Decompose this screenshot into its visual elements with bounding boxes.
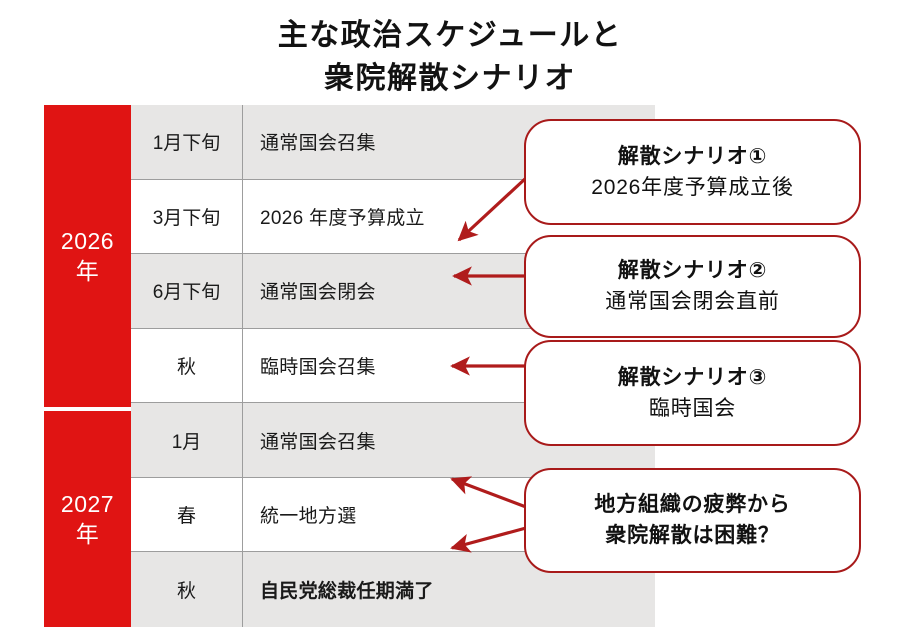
- row-period: 1月下旬: [131, 105, 243, 179]
- row-event: 統一地方選: [260, 506, 357, 528]
- row-period: 秋: [131, 552, 243, 627]
- callout-heading: 解散シナリオ②: [617, 259, 768, 282]
- row-period: 春: [131, 477, 243, 552]
- year-rail-divider: [44, 407, 131, 411]
- title-line-1: 主な政治スケジュールと: [277, 19, 623, 52]
- year-label-number: 2027: [60, 491, 115, 517]
- row-period: 3月下旬: [131, 179, 243, 254]
- callout-heading: 地方組織の疲弊から: [594, 493, 791, 516]
- callout-heading: 解散シナリオ①: [617, 144, 768, 168]
- row-event: 通常国会召集: [260, 133, 376, 155]
- row-event: 自民党総裁任期満了: [260, 581, 434, 603]
- year-label-number: 2026: [60, 228, 115, 254]
- callout-scenario-1[interactable]: 解散シナリオ① 2026年度予算成立後: [524, 119, 861, 225]
- row-event: 臨時国会召集: [260, 356, 376, 378]
- page-title: 主な政治スケジュールと 衆院解散シナリオ: [0, 14, 900, 100]
- year-group-2027: 2027 年: [44, 411, 131, 627]
- row-event: 通常国会召集: [260, 431, 376, 453]
- year-label-suffix: 年: [75, 521, 100, 547]
- row-period: 6月下旬: [131, 254, 243, 328]
- callout-detail: 通常国会閉会直前: [605, 290, 780, 313]
- callout-scenario-2[interactable]: 解散シナリオ② 通常国会閉会直前: [524, 235, 861, 338]
- callout-scenario-3[interactable]: 解散シナリオ③ 臨時国会: [524, 340, 861, 446]
- callout-detail: 臨時国会: [648, 396, 737, 420]
- callout-heading: 解散シナリオ③: [617, 365, 768, 389]
- year-group-2026: 2026 年: [44, 105, 131, 407]
- callout-detail: 衆院解散は困難？: [605, 524, 780, 547]
- row-period: 1月: [131, 403, 243, 477]
- title-line-2: 衆院解散シナリオ: [324, 62, 576, 95]
- callout-detail: 2026年度予算成立後: [591, 175, 794, 199]
- row-event: 通常国会閉会: [260, 282, 376, 304]
- row-period: 秋: [131, 328, 243, 403]
- row-event: 2026 年度予算成立: [260, 207, 425, 229]
- year-label-suffix: 年: [75, 258, 100, 284]
- callout-dissolution-difficulty[interactable]: 地方組織の疲弊から 衆院解散は困難？: [524, 468, 861, 573]
